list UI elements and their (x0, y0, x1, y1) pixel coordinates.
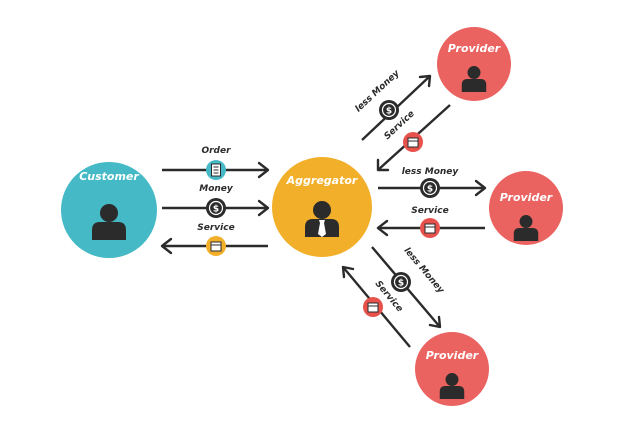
provider-bottom-node: Provider (415, 332, 489, 406)
tie-icon (318, 220, 326, 237)
provider-top-circle (437, 27, 511, 101)
money-label: Money (199, 184, 234, 194)
money-edge: Money $ (162, 184, 270, 218)
customer-node: Customer (61, 162, 157, 258)
arrowhead (428, 315, 442, 329)
arrowhead (160, 237, 173, 255)
service-left-label: Service (197, 223, 234, 233)
order-edge: Order (162, 146, 270, 180)
dollar-icon: $ (379, 100, 399, 120)
svg-text:$: $ (398, 279, 404, 289)
box-icon (206, 236, 226, 256)
provider-mid-label: Provider (500, 191, 553, 204)
provider-bottom-circle (415, 332, 489, 406)
svg-text:$: $ (427, 185, 433, 195)
order-label: Order (201, 146, 231, 156)
arrowhead (376, 158, 390, 172)
person-icon (305, 201, 339, 237)
service-mid-edge: Service (376, 206, 485, 238)
arrowhead (257, 161, 270, 179)
less-money-mid-label: less Money (402, 167, 460, 177)
provider-top-node: Provider (437, 27, 511, 101)
box-icon (420, 218, 440, 238)
service-mid-label: Service (411, 206, 448, 216)
service-left-edge: Service (160, 223, 268, 256)
arrowhead (376, 219, 389, 237)
less-money-mid-edge: less Money $ (378, 167, 487, 198)
svg-text:$: $ (386, 107, 392, 117)
arrowhead (341, 265, 355, 279)
arrowhead (418, 74, 432, 88)
document-icon (206, 160, 226, 180)
svg-text:$: $ (213, 205, 219, 215)
dollar-icon: $ (206, 198, 226, 218)
box-icon (363, 297, 383, 317)
provider-mid-node: Provider (489, 171, 563, 245)
box-icon (403, 132, 423, 152)
customer-label: Customer (79, 170, 139, 183)
arrowhead (257, 199, 270, 217)
dollar-icon: $ (391, 272, 411, 292)
arrowhead (474, 179, 487, 197)
dollar-icon: $ (420, 178, 440, 198)
aggregator-label: Aggregator (286, 174, 358, 187)
aggregator-node: Aggregator (272, 157, 372, 257)
provider-top-label: Provider (448, 42, 501, 55)
provider-mid-circle (489, 171, 563, 245)
provider-bottom-label: Provider (426, 349, 479, 362)
